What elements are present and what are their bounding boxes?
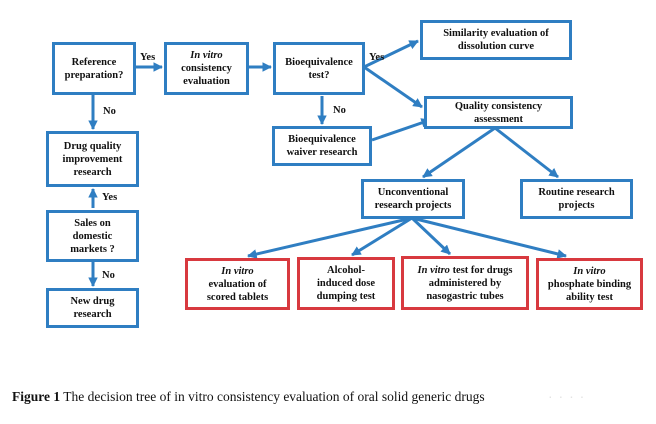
node-in-vitro-consistency-evaluation: In vitro consistency evaluation — [164, 42, 249, 95]
edge-label-no-reference: No — [103, 106, 116, 117]
arrow-unconventional-to-nasogastric — [410, 216, 452, 256]
node-alcohol-dose-dumping: Alcohol- induced dose dumping test — [297, 257, 395, 310]
figure-caption: Figure 1 The decision tree of in vitro c… — [12, 389, 485, 405]
edge-label-no-sales: No — [102, 270, 115, 281]
node-bioequivalence-test: Bioequivalence test? — [273, 42, 365, 95]
figure-caption-label: Figure 1 — [12, 389, 61, 404]
node-new-drug-research: New drug research — [46, 288, 139, 328]
edge-label-no-bioequivalence: No — [333, 105, 346, 116]
arrow-bioequivalence-to-similarity — [363, 39, 419, 69]
figure-caption-text: The decision tree of in vitro consistenc… — [60, 389, 485, 404]
node-scored-tablets: In vitro evaluation of scored tablets — [185, 258, 290, 310]
arrow-unconventional-to-phosphate — [411, 216, 567, 259]
node-unconventional-research-projects: Unconventional research projects — [361, 179, 465, 219]
arrow-quality-to-routine — [494, 126, 559, 179]
watermark: · · · · — [548, 388, 586, 404]
node-reference-preparation: Reference preparation? — [52, 42, 136, 95]
edge-label-yes-sales: Yes — [102, 192, 118, 203]
node-phosphate-binding: In vitro phosphate binding ability test — [536, 258, 643, 310]
arrow-unconventional-to-alcohol — [351, 216, 413, 257]
arrow-unconventional-to-scored — [247, 216, 413, 259]
node-sales-on-domestic-markets: Sales on domestic markets ? — [46, 210, 139, 262]
node-drug-quality-improvement: Drug quality improvement research — [46, 131, 139, 187]
node-routine-research-projects: Routine research projects — [520, 179, 633, 219]
arrow-bioequivalence-to-quality — [363, 65, 423, 109]
arrow-quality-to-unconventional — [422, 126, 496, 179]
node-nasogastric-tubes: In vitro test for drugs administered by … — [401, 256, 529, 310]
edge-label-yes-reference: Yes — [140, 52, 156, 63]
edge-label-yes-bioequivalence: Yes — [369, 52, 385, 63]
arrow-waiver-to-quality — [371, 118, 431, 142]
node-similarity-evaluation: Similarity evaluation of dissolution cur… — [420, 20, 572, 60]
node-bioequivalence-waiver: Bioequivalence waiver research — [272, 126, 372, 166]
decision-tree-arrows — [88, 39, 567, 287]
node-quality-consistency-assessment: Quality consistency assessment — [424, 96, 573, 129]
